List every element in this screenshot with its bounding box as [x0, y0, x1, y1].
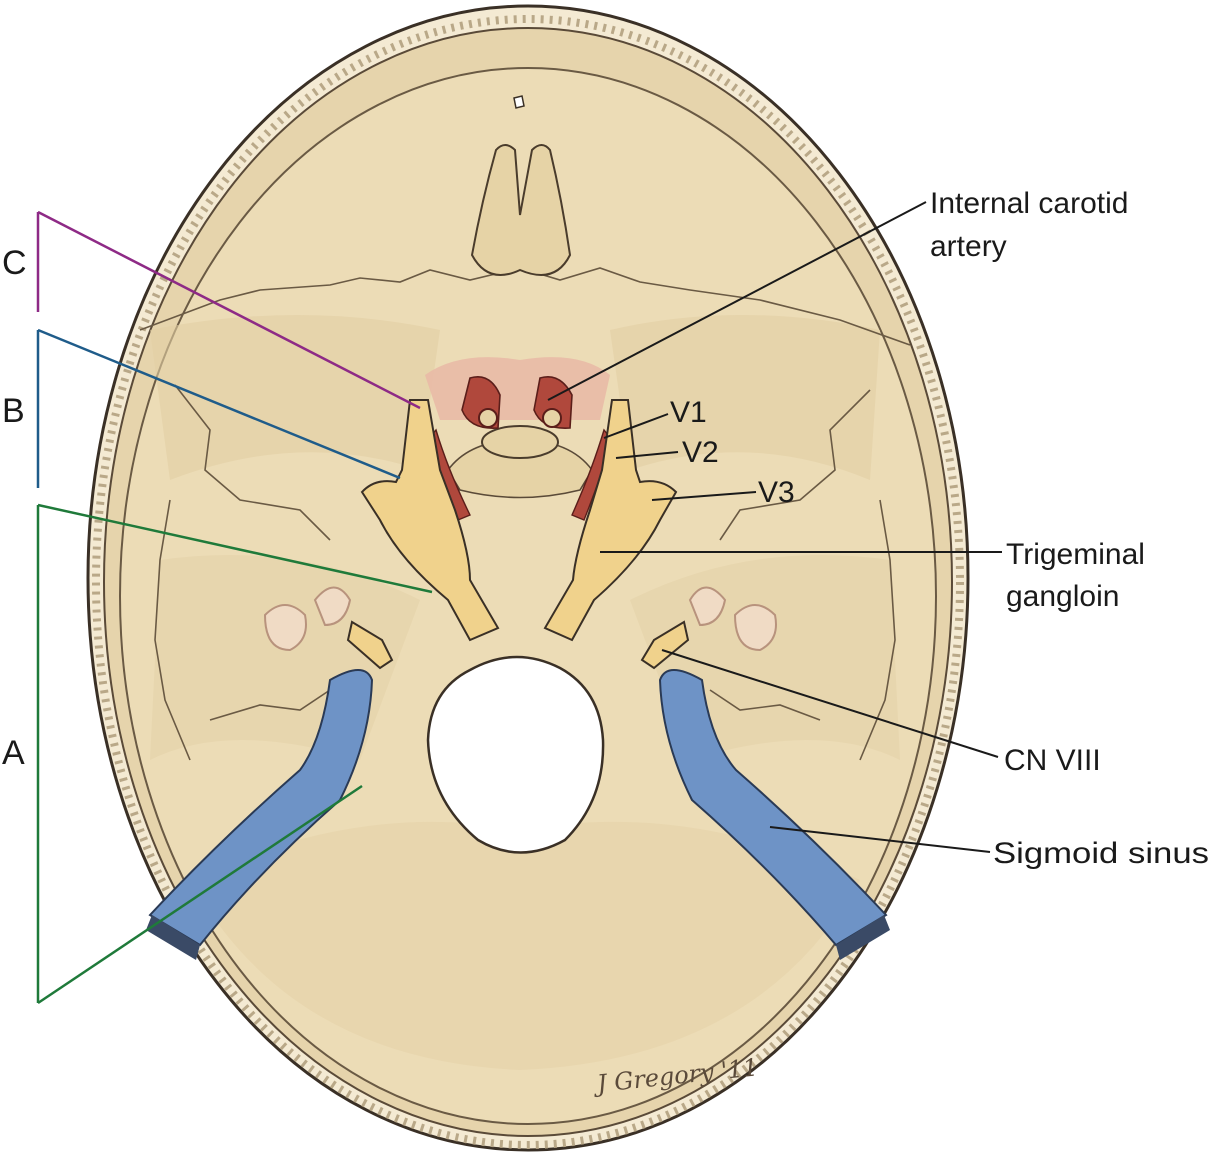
- sigmoid-sinus-right: [658, 669, 890, 960]
- cn-viii-right: [640, 620, 690, 670]
- foramen-magnum: [426, 655, 605, 854]
- v1-label: V1: [670, 396, 707, 429]
- bracket-b-label: B: [2, 392, 25, 430]
- crista-galli: [470, 95, 572, 276]
- cranial-fossae: [150, 315, 900, 1070]
- cn-viii-label: CN VIII: [1004, 744, 1101, 777]
- bracket-c-label: C: [2, 244, 27, 282]
- sigmoid-sinus-left: [146, 669, 374, 960]
- inner-ear-right: [688, 586, 777, 652]
- trigeminal-left: [360, 399, 500, 642]
- internal-carotid-label-line2: artery: [930, 230, 1007, 263]
- v3-label: V3: [758, 476, 795, 509]
- leader-lines: [547, 201, 1002, 853]
- bracket-a-label: A: [2, 734, 25, 772]
- inner-ear-left: [263, 586, 352, 652]
- bracket-a: [36, 503, 433, 1005]
- bracket-c: [36, 210, 421, 410]
- trigeminal-right: [543, 399, 678, 642]
- bracket-b: [36, 328, 401, 488]
- v2-label: V2: [682, 436, 719, 469]
- cn-viii-left: [346, 620, 394, 670]
- internal-carotid-label-line1: Internal carotid: [930, 187, 1128, 220]
- trigeminal-label-line2: gangloin: [1006, 580, 1119, 613]
- sutures: [139, 267, 911, 761]
- sella-region: [425, 357, 613, 521]
- trigeminal-label-line1: Trigeminal: [1006, 538, 1145, 571]
- sigmoid-sinus-label: Sigmoid sinus: [993, 837, 1209, 870]
